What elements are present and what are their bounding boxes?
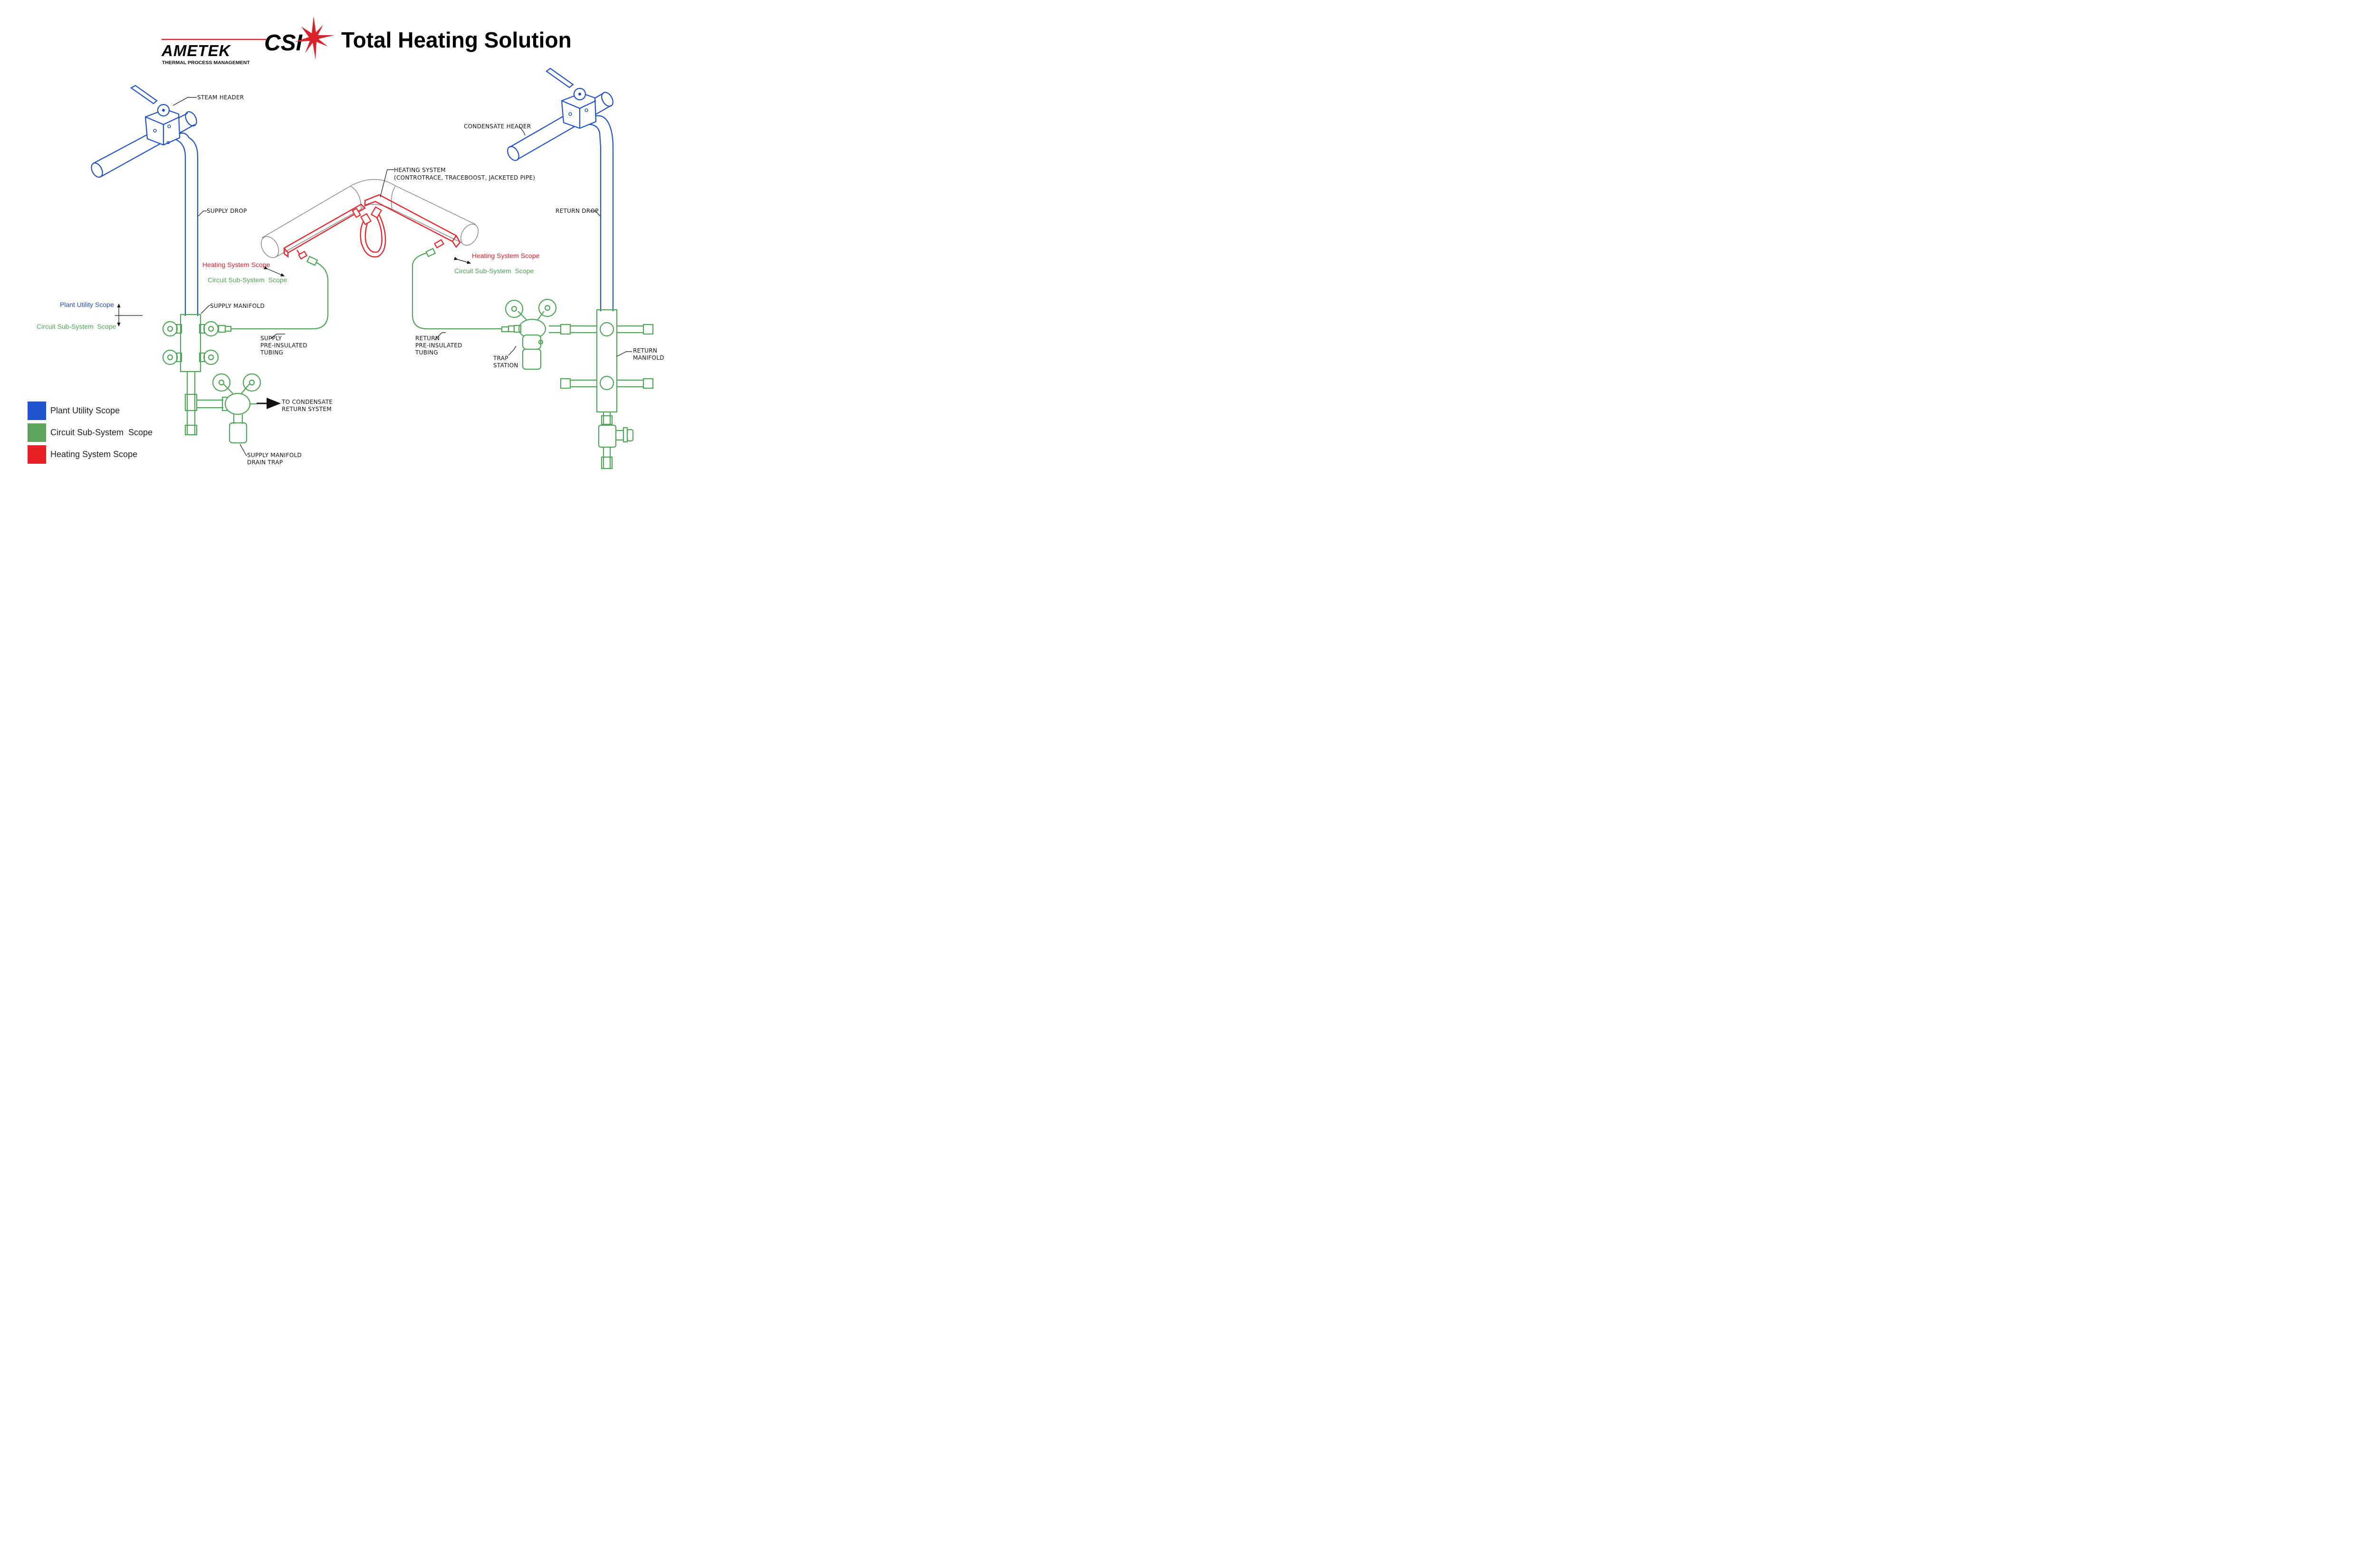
- plant-utility-scope-label: Plant Utility Scope: [60, 301, 114, 308]
- heating-scope-left-label: Heating System Scope: [202, 261, 270, 268]
- page-title: Total Heating Solution: [341, 28, 572, 52]
- return-manifold: [560, 309, 654, 469]
- process-pipe-elbow: [260, 179, 479, 258]
- trap-station-label-2: STATION: [493, 362, 518, 369]
- legend-swatch-heating: [28, 445, 46, 464]
- legend-swatch-circuit: [28, 423, 46, 442]
- legend-label-plant-utility: Plant Utility Scope: [50, 406, 120, 415]
- supply-tubing-fitting: [306, 256, 318, 266]
- supply-tubing-label-1: SUPPLY: [260, 335, 282, 342]
- supply-tubing-label-3: TUBING: [260, 349, 283, 356]
- manifold-valve-bl: [162, 349, 182, 365]
- csi-wordmark: CSI: [264, 30, 303, 56]
- trap-station: [501, 298, 561, 370]
- circuit-scope-left-label: Circuit Sub-System Scope: [208, 276, 287, 284]
- supply-drop-label: SUPPLY DROP: [207, 208, 247, 214]
- ametek-logo: AMETEK THERMAL PROCESS MANAGEMENT: [161, 38, 266, 66]
- heating-system-label-2: (CONTROTRACE, TRACEBOOST, JACKETED PIPE): [394, 174, 535, 181]
- to-condensate-label-1: TO CONDENSATE: [281, 399, 333, 405]
- condensate-header-valve: [546, 67, 597, 129]
- to-condensate-label-2: RETURN SYSTEM: [282, 406, 332, 412]
- starburst-icon: [295, 16, 335, 60]
- steam-header-pipe: [91, 111, 199, 316]
- supply-tubing-label-2: PRE-INSULATED: [260, 342, 307, 349]
- circuit-scope-right-label: Circuit Sub-System Scope: [454, 267, 534, 275]
- system-diagram: AMETEK THERMAL PROCESS MANAGEMENT CSI To…: [28, 16, 664, 469]
- steam-header-label: STEAM HEADER: [197, 94, 244, 101]
- drain-trap-label-2: DRAIN TRAP: [247, 459, 283, 466]
- heating-tracer: [283, 194, 461, 260]
- ametek-subtitle: THERMAL PROCESS MANAGEMENT: [162, 60, 250, 66]
- return-drop-label: RETURN DROP: [556, 208, 599, 214]
- supply-manifold-label: SUPPLY MANIFOLD: [210, 303, 265, 309]
- heating-system-label-1: HEATING SYSTEM: [394, 167, 446, 173]
- manifold-valve-br: [199, 349, 219, 365]
- legend-label-circuit: Circuit Sub-System Scope: [50, 428, 153, 437]
- legend: Plant Utility Scope Circuit Sub-System S…: [28, 402, 153, 464]
- legend-label-heating: Heating System Scope: [50, 449, 137, 459]
- steam-header-valve: [130, 85, 181, 146]
- return-manifold-label-1: RETURN: [633, 347, 657, 354]
- ametek-wordmark: AMETEK: [161, 42, 231, 59]
- trap-station-label-1: TRAP: [493, 355, 508, 362]
- drain-trap-label-1: SUPPLY MANIFOLD: [247, 452, 302, 459]
- csi-logo: CSI: [264, 16, 335, 60]
- return-tubing-label-2: PRE-INSULATED: [415, 342, 462, 349]
- return-tubing-label-1: RETURN: [415, 335, 440, 342]
- manifold-valve-tl: [162, 321, 182, 337]
- manifold-valve-tr: [199, 321, 232, 337]
- supply-manifold: [162, 314, 232, 436]
- condensate-header-label: CONDENSATE HEADER: [464, 123, 531, 130]
- supply-drain-trap: [212, 373, 261, 444]
- return-manifold-label-2: MANIFOLD: [633, 354, 664, 361]
- heating-scope-right-label: Heating System Scope: [472, 252, 540, 259]
- circuit-plant-scope-label: Circuit Sub-System Scope: [37, 323, 116, 330]
- legend-swatch-plant-utility: [28, 402, 46, 420]
- return-tubing-label-3: TUBING: [415, 349, 438, 356]
